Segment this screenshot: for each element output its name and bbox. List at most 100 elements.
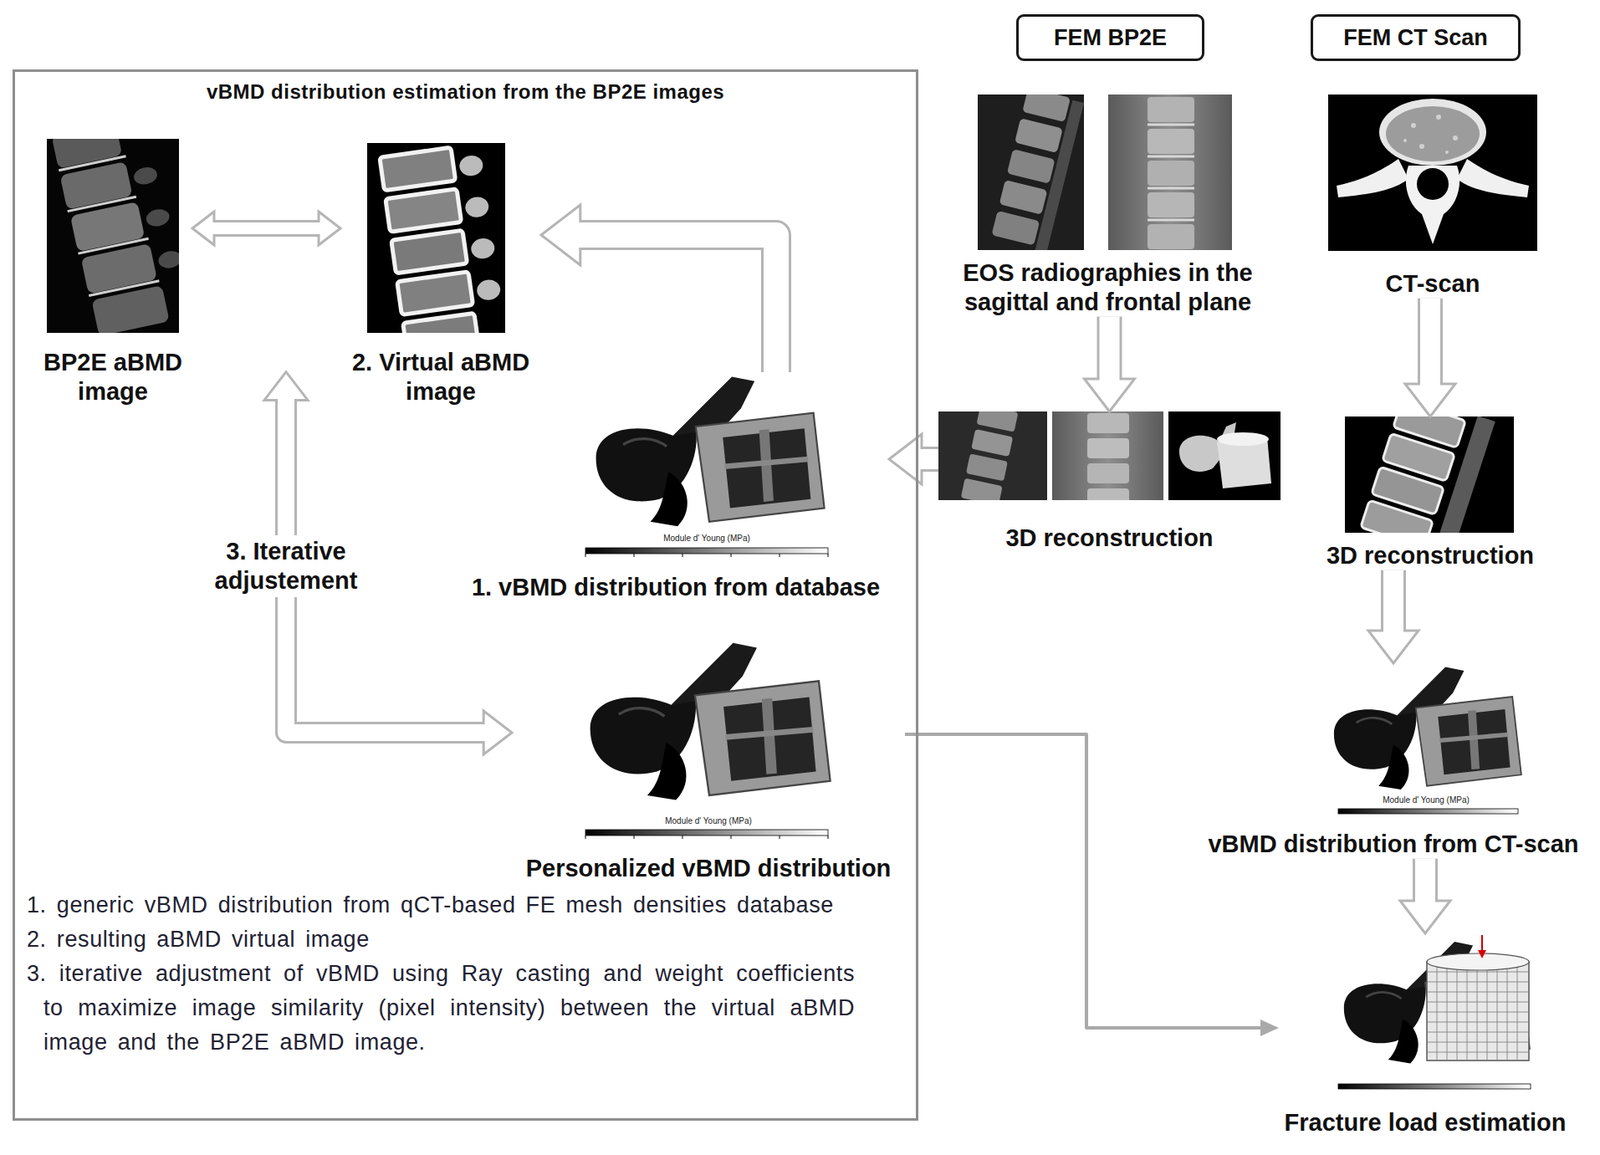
eos-sagittal-part-part [1014, 117, 1064, 154]
header-box: FEM BP2E [1016, 14, 1205, 62]
eos-sagittal-part-part [999, 179, 1048, 215]
connector-line [904, 734, 1263, 1028]
ct-slice-part [1336, 158, 1409, 198]
bp2e-image-part-part [132, 165, 159, 187]
figure-node: 3D reconstruction [1321, 416, 1539, 571]
ct-slice-part [1403, 138, 1407, 143]
eos-frontal-part [1147, 224, 1195, 250]
panel-title: vBMD distribution estimation from the BP… [15, 80, 916, 104]
ct-reconstruction-part [1355, 416, 1496, 533]
virtual-image-part-part [458, 153, 485, 178]
reconstruction-3d-part [1216, 432, 1269, 446]
virtual-image-part-part [464, 195, 491, 220]
image-area [1278, 933, 1572, 1105]
connector [904, 734, 1279, 1037]
ct-slice-part [1436, 114, 1442, 120]
ct-slice-part [1405, 165, 1460, 245]
virtual-image-part-part [379, 147, 456, 191]
figure-node: EOS radiographies in the sagittal and fr… [955, 94, 1261, 317]
arrow-inner [919, 449, 939, 470]
ct-slice-part [1385, 106, 1480, 162]
ct-slice-part [1410, 122, 1416, 128]
arrow-inner [1099, 316, 1120, 382]
arrow-inner [1383, 570, 1404, 634]
box-label: FEM BP2E [1027, 24, 1194, 52]
caption: 2. Virtual aBMD image [340, 347, 542, 407]
image-area [33, 138, 193, 333]
ct-slice-part [1328, 94, 1538, 251]
caption: vBMD distribution from CT-scan [1201, 829, 1586, 859]
fracture-model-part [1426, 961, 1529, 1061]
fracture-model-part [1481, 935, 1483, 952]
bp2e-image-part-part [157, 249, 179, 271]
arrow-inner [577, 235, 777, 373]
connector [541, 204, 777, 373]
eos-frontal [1108, 94, 1232, 251]
caption: CT-scan [1328, 269, 1538, 299]
connector [1084, 316, 1135, 412]
scale-title: Module d' Young (MPa) [1382, 795, 1470, 806]
ct-slice [1328, 94, 1538, 251]
image-area [938, 411, 1281, 501]
eos-frontal-part [1147, 97, 1195, 123]
vertebra-model-personalized-part [585, 829, 829, 836]
arrowhead [1400, 900, 1451, 934]
eos-frontal-part [1147, 128, 1195, 154]
figure-node: 2. Virtual aBMD image [340, 143, 542, 407]
ct-reconstruction-part-part [1428, 416, 1496, 533]
eos-sagittal-part [989, 94, 1084, 251]
arrow-inner [1420, 298, 1441, 387]
caption: Personalized vBMD distribution [511, 853, 905, 884]
fracture-model-part [1426, 961, 1529, 1061]
arrowhead [318, 211, 341, 246]
figure-node: Fracture load estimation [1278, 933, 1572, 1138]
note-item: 3. iterative adjustment of vBMD using Ra… [26, 956, 855, 1060]
reconstruction-sagittal-part-part [971, 429, 1013, 457]
header-box: FEM CT Scan [1310, 14, 1521, 62]
bp2e-image-part-part [144, 207, 172, 229]
vertebra-model-database [585, 376, 829, 558]
connector [1405, 298, 1456, 417]
virtual-image-part [379, 143, 506, 333]
vertebra-model-database-part [585, 547, 829, 554]
eos-frontal-part [1147, 124, 1195, 220]
vertebra-model-personalized-part [590, 643, 831, 801]
reconstruction-frontal-part [1087, 488, 1130, 501]
caption: Fracture load estimation [1278, 1108, 1572, 1138]
box-label: FEM CT Scan [1321, 24, 1510, 52]
ct-slice-part [1419, 143, 1425, 149]
virtual-image-part-part [397, 271, 474, 316]
arrowhead [1260, 1019, 1279, 1037]
scale-title: Module d' Young (MPa) [664, 816, 752, 827]
eos-frontal-part [1147, 160, 1195, 186]
arrowhead [264, 372, 308, 401]
arrowhead [1368, 630, 1419, 664]
vertebra-model-personalized [585, 643, 831, 839]
connector [1400, 858, 1451, 934]
vertebra-model-database-part [585, 553, 829, 558]
figure-node: vBMD distribution from CT-scan [1201, 663, 1586, 859]
ct-slice-part [1456, 158, 1529, 198]
ct-reconstruction-part-part [1360, 500, 1434, 533]
ct-slice-part [1416, 168, 1449, 200]
fracture-model-part [1338, 1083, 1531, 1089]
scale-title: Module d' Young (MPa) [663, 533, 751, 544]
vertebra-model-database-part [596, 376, 825, 527]
virtual-image-part [367, 143, 506, 333]
figure-node: 3D reconstruction [938, 411, 1281, 553]
figure-node: CT-scan [1328, 94, 1538, 299]
image-area [1201, 663, 1586, 817]
connector [192, 211, 341, 246]
figure-node: Personalized vBMD distribution [511, 638, 905, 884]
image-area [955, 94, 1261, 251]
image-area [340, 143, 542, 333]
caption: EOS radiographies in the sagittal and fr… [955, 258, 1261, 317]
bp2e-image [46, 138, 179, 333]
image-area [1328, 94, 1538, 251]
reconstruction-sagittal-part-part [976, 411, 1018, 433]
reconstruction-sagittal [938, 411, 1048, 501]
notes-list: 1. generic vBMD distribution from qCT-ba… [26, 888, 855, 1060]
vertebra-model-personalized-part [585, 835, 829, 839]
reconstruction-sagittal-part-part [961, 478, 1003, 501]
arrowhead [541, 204, 581, 266]
